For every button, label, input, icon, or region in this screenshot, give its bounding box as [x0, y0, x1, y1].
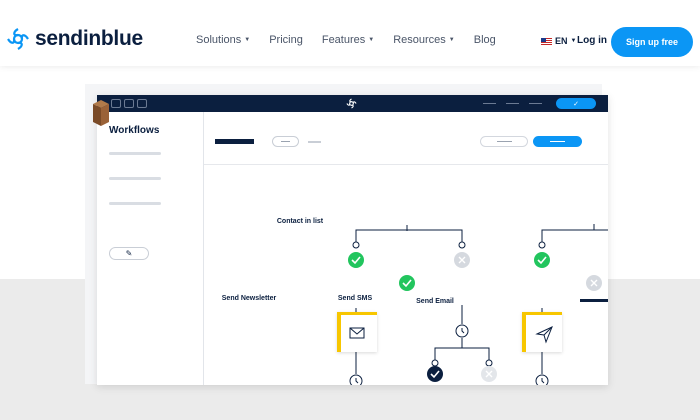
node-label-send-sms: Send SMS	[337, 295, 373, 302]
edit-button[interactable]: ✎	[109, 247, 149, 260]
window-control	[124, 99, 134, 108]
main-menu: Solutions▼ Pricing Features▼ Resources▼ …	[196, 34, 515, 46]
caret-down-icon: ▼	[368, 37, 375, 43]
brand-logo[interactable]: sendinblue	[6, 27, 143, 51]
workflow-diagram	[337, 224, 608, 385]
menu-label: Blog	[473, 34, 496, 46]
titlebar-placeholder	[529, 103, 542, 104]
menu-label: Pricing	[269, 34, 303, 46]
titlebar-placeholder	[506, 103, 519, 104]
titlebar-placeholder	[483, 103, 496, 104]
language-selector[interactable]: EN ▼	[541, 36, 576, 46]
window-titlebar: ✓	[97, 95, 608, 112]
clock-icon	[455, 324, 469, 338]
sidebar-item-placeholder[interactable]	[109, 177, 161, 180]
check-icon	[351, 256, 361, 265]
menu-item-solutions[interactable]: Solutions▼	[196, 34, 250, 46]
window-control	[111, 99, 121, 108]
node-send-email[interactable]	[534, 252, 550, 268]
window-control	[137, 99, 147, 108]
menu-item-resources[interactable]: Resources▼	[393, 34, 455, 46]
node-label-send-email: Send Email	[416, 298, 454, 305]
cross-icon	[458, 256, 466, 264]
workflow-editor-window: ✓ Workflows ✎	[97, 95, 608, 385]
check-icon	[430, 370, 440, 379]
node-leaf-inactive[interactable]	[481, 366, 497, 382]
workflow-canvas: Contact in list Send Newsletter Send SMS…	[204, 112, 608, 385]
sidebar-title: Workflows	[109, 125, 160, 136]
menu-label: Solutions	[196, 34, 242, 46]
menu-item-features[interactable]: Features▼	[322, 34, 374, 46]
secondary-button[interactable]	[480, 136, 528, 147]
menu-label: Features	[321, 34, 366, 46]
check-icon	[402, 279, 412, 288]
node-send-sms[interactable]	[454, 252, 470, 268]
caret-down-icon: ▼	[570, 38, 577, 44]
logo-icon	[7, 28, 29, 50]
newsletter-card[interactable]	[337, 312, 377, 352]
connector-lines	[355, 224, 608, 374]
cube-decoration	[93, 100, 109, 126]
envelope-icon	[349, 327, 365, 339]
sidebar-item-placeholder[interactable]	[109, 202, 161, 205]
caret-down-icon: ▼	[244, 37, 251, 43]
menu-item-blog[interactable]: Blog	[474, 34, 496, 46]
cross-icon	[590, 279, 598, 287]
node-label-send-newsletter: Send Newsletter	[221, 295, 277, 302]
logo-icon	[346, 98, 357, 109]
cross-icon	[485, 370, 493, 378]
confirm-button[interactable]: ✓	[556, 98, 596, 109]
language-label: EN	[555, 36, 568, 46]
node-contact-in-list[interactable]	[399, 275, 415, 291]
canvas-placeholder	[308, 141, 321, 143]
clock-icon	[349, 374, 363, 385]
branch-points	[352, 241, 546, 367]
check-icon	[537, 256, 547, 265]
node-label-placeholder	[580, 299, 608, 302]
canvas-title-placeholder	[215, 139, 254, 144]
node-label-contact-in-list: Contact in list	[276, 218, 324, 225]
email-card[interactable]	[522, 312, 562, 352]
node-leaf-done[interactable]	[427, 366, 443, 382]
flag-icon	[541, 37, 552, 45]
sidebar-item-placeholder[interactable]	[109, 152, 161, 155]
primary-button[interactable]	[533, 136, 582, 147]
top-navigation: sendinblue Solutions▼ Pricing Features▼ …	[0, 0, 700, 66]
node-send-newsletter[interactable]	[348, 252, 364, 268]
signup-button[interactable]: Sign up free	[611, 27, 693, 57]
node-inactive-top[interactable]	[586, 275, 602, 291]
canvas-divider	[204, 164, 608, 165]
brand-name: sendinblue	[35, 27, 143, 50]
menu-item-pricing[interactable]: Pricing	[269, 34, 303, 46]
clock-icon	[535, 374, 549, 385]
caret-down-icon: ▼	[448, 37, 455, 43]
paper-plane-icon	[535, 326, 553, 344]
pencil-icon: ✎	[125, 249, 133, 258]
canvas-filter-pill[interactable]	[272, 136, 299, 147]
workflow-sidebar: Workflows ✎	[97, 112, 204, 385]
menu-label: Resources	[393, 34, 446, 46]
login-link[interactable]: Log in	[577, 35, 607, 46]
